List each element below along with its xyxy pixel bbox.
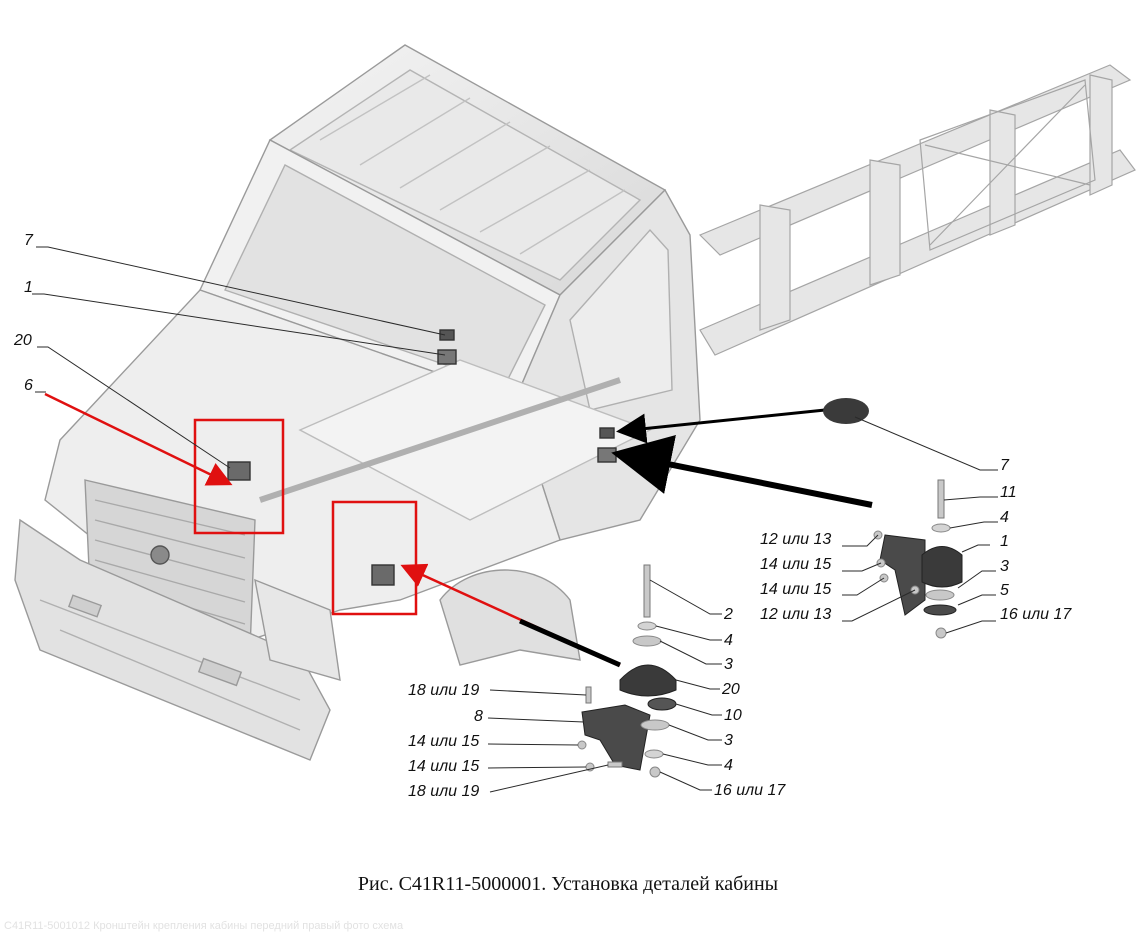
watermark-text: C41R11-5001012 Кронштейн крепления кабин… <box>4 920 404 932</box>
part-2-bolt <box>643 564 651 618</box>
red-arrow-to-part-6 <box>44 392 233 486</box>
front-mount-exploded-parts <box>577 564 677 778</box>
callout-3b-front: 3 <box>724 732 733 749</box>
callout-14a-front: 14 или 15 <box>408 733 479 750</box>
callout-2-front: 2 <box>723 606 733 623</box>
part-10-plate <box>647 697 677 711</box>
part-18-bolt-a <box>585 686 592 704</box>
callout-4b-front: 4 <box>724 757 733 774</box>
part-3-washer <box>925 589 955 601</box>
part-16-nut <box>935 627 947 639</box>
callout-14b-front: 14 или 15 <box>408 758 479 775</box>
part-7-cap <box>823 398 869 424</box>
callout-4a-front: 4 <box>724 632 733 649</box>
callout-12a-rear: 12 или 13 <box>760 531 831 548</box>
rear-mount-exploded-parts <box>823 398 963 639</box>
callout-10-front: 10 <box>724 707 742 724</box>
part-18-bolt-b <box>607 761 623 768</box>
callout-1-main: 1 <box>24 279 33 296</box>
callout-11-rear: 11 <box>1000 484 1017 501</box>
part-11-bolt <box>937 479 945 519</box>
callouts-rear-mount: 7 11 4 1 3 5 16 или 17 12 или 13 14 или … <box>760 416 1072 634</box>
callout-3-rear: 3 <box>1000 558 1009 575</box>
callouts-main: 7 1 20 6 <box>13 232 446 469</box>
part-16-nut <box>649 766 661 778</box>
callouts-front-mount: 2 4 3 20 10 3 4 16 или 17 18 или 19 8 14… <box>408 579 786 800</box>
front-mount-right-highlight-box <box>331 500 418 616</box>
callout-4-rear: 4 <box>1000 509 1009 526</box>
callout-20-front: 20 <box>721 681 740 698</box>
callout-7-rear: 7 <box>1000 457 1010 474</box>
callout-16-front: 16 или 17 <box>714 782 786 799</box>
black-arrow-to-rear-mount <box>611 435 873 508</box>
callout-20-main: 20 <box>13 332 32 349</box>
part-1-cushion <box>921 546 963 588</box>
callout-12b-rear: 12 или 13 <box>760 606 831 623</box>
callout-7-main: 7 <box>24 232 34 249</box>
figure-caption: Рис. C41R11-5000001. Установка деталей к… <box>357 873 779 895</box>
callout-6-main: 6 <box>24 377 33 394</box>
part-14-nut-a <box>577 740 587 750</box>
black-arrow-to-part-7 <box>616 408 826 444</box>
black-arrow-front-exploded <box>518 618 622 668</box>
part-20-cushion <box>619 664 677 697</box>
callout-5-rear: 5 <box>1000 582 1009 599</box>
callout-8-front: 8 <box>474 708 483 725</box>
front-mount-left-highlight-box <box>193 418 285 535</box>
part-3a-washer <box>632 635 662 647</box>
callout-1-rear: 1 <box>1000 533 1009 550</box>
part-4b-washer <box>644 749 664 759</box>
callout-18b-front: 18 или 19 <box>408 783 479 800</box>
callout-14b-rear: 14 или 15 <box>760 581 831 598</box>
part-3b-washer <box>640 719 670 731</box>
part-4a-washer <box>637 621 657 631</box>
part-4-washer <box>931 523 951 533</box>
callout-3a-front: 3 <box>724 656 733 673</box>
callout-18a-front: 18 или 19 <box>408 682 479 699</box>
chassis-frame <box>698 64 1136 356</box>
callout-16-rear: 16 или 17 <box>1000 606 1072 623</box>
part-5-plate <box>923 604 957 616</box>
callout-14a-rear: 14 или 15 <box>760 556 831 573</box>
part-8-bracket <box>581 704 651 771</box>
